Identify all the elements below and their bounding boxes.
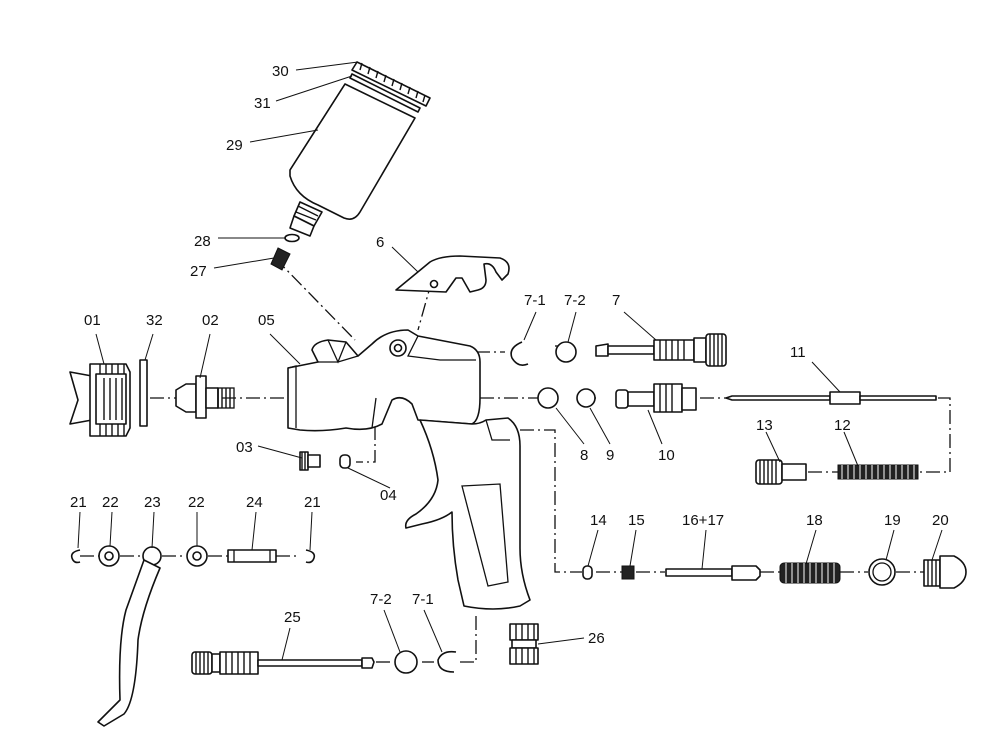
label-22-right: 22: [188, 494, 205, 511]
label-26: 26: [588, 630, 605, 647]
valve-stem-16-17: [665, 565, 761, 581]
label-21-right: 21: [304, 494, 321, 511]
label-01: 01: [84, 312, 101, 329]
label-23: 23: [144, 494, 161, 511]
air-inlet-26: [509, 623, 539, 665]
label-14: 14: [590, 512, 607, 529]
label-12: 12: [834, 417, 851, 434]
label-7-1-top: 7-1: [524, 292, 546, 309]
seal-14: [582, 565, 593, 580]
trigger-pin-24: [227, 549, 277, 563]
label-27: 27: [190, 263, 207, 280]
cap-screw-13: [755, 459, 807, 485]
fluid-nozzle: [175, 375, 235, 419]
clip-7-1-bottom: [437, 650, 457, 673]
label-29: 29: [226, 137, 243, 154]
fluid-needle-11: [725, 391, 937, 405]
air-cap-seal: [139, 359, 148, 427]
oring-7-2-bottom: [394, 650, 418, 674]
label-8: 8: [580, 447, 588, 464]
label-19: 19: [884, 512, 901, 529]
label-24: 24: [246, 494, 263, 511]
label-04: 04: [380, 487, 397, 504]
label-18: 18: [806, 512, 823, 529]
adjust-knob-20: [923, 555, 967, 589]
label-11: 11: [790, 344, 806, 361]
washer-22-right: [186, 545, 208, 567]
label-7: 7: [612, 292, 620, 309]
label-13: 13: [756, 417, 773, 434]
label-7-2-top: 7-2: [564, 292, 586, 309]
label-22-left: 22: [102, 494, 119, 511]
cup-strainer: [270, 247, 291, 271]
label-21-left: 21: [70, 494, 87, 511]
oring-19: [868, 558, 896, 586]
trigger-23: [97, 546, 162, 727]
label-28: 28: [194, 233, 211, 250]
label-15: 15: [628, 512, 645, 529]
spring-18: [779, 562, 841, 584]
clip-21-left: [70, 549, 81, 564]
label-9: 9: [606, 447, 614, 464]
cup-lid: [351, 61, 431, 107]
leader-lines: [77, 61, 943, 661]
seal-15: [621, 565, 635, 580]
label-7-1-bottom: 7-1: [412, 591, 434, 608]
label-20: 20: [932, 512, 949, 529]
air-valve-25: [191, 651, 375, 675]
label-31: 31: [254, 95, 271, 112]
air-cap: [69, 363, 131, 437]
needle-packing-10: [615, 383, 697, 413]
clip-21-right: [305, 549, 316, 564]
label-7-2-bottom: 7-2: [370, 591, 392, 608]
label-30: 30: [272, 63, 289, 80]
label-32: 32: [146, 312, 163, 329]
label-16-17: 16+17: [682, 512, 724, 529]
label-25: 25: [284, 609, 301, 626]
oring-9: [576, 388, 596, 408]
label-02: 02: [202, 312, 219, 329]
cup-connector-seal: [284, 233, 300, 243]
air-valve-7: [595, 333, 727, 367]
label-03: 03: [236, 439, 253, 456]
label-6: 6: [376, 234, 384, 251]
oring-7-2-top: [555, 341, 577, 363]
gun-hook: [395, 255, 510, 293]
label-10: 10: [658, 447, 675, 464]
needle-spring-12: [837, 464, 919, 480]
clip-7-1-top: [510, 341, 529, 366]
gun-body: [287, 329, 531, 610]
screw-03: [299, 451, 321, 471]
label-05: 05: [258, 312, 275, 329]
seal-04: [339, 454, 351, 469]
oring-8: [537, 387, 559, 409]
part-labels: 30 31 29 28 27 6 01 32 02 05 03 04 7-1 7…: [70, 63, 949, 647]
paint-cup: [289, 83, 416, 237]
washer-22-left: [98, 545, 120, 567]
